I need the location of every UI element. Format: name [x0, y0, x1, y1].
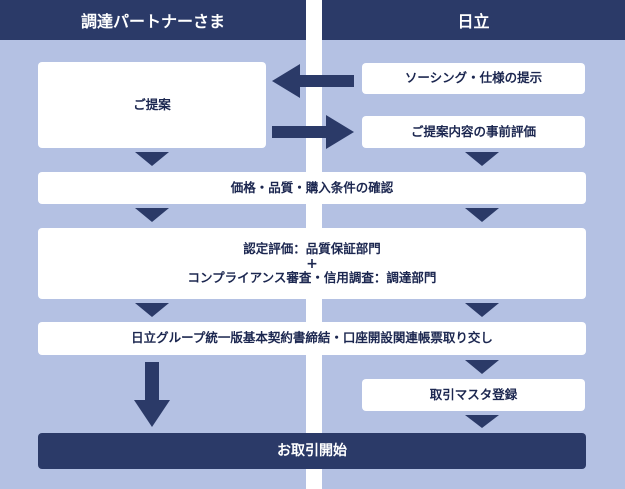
step-sourcing-label: ソーシング・仕様の提示 — [404, 70, 543, 86]
down-arrow-icon — [135, 303, 169, 317]
step-master-label: 取引マスタ登録 — [429, 386, 518, 402]
hitachi-header: 日立 — [322, 0, 625, 40]
down-arrow-icon — [465, 208, 499, 222]
step-contract: 日立グループ統一版基本契約書締結・口座開設関連帳票取り交し — [38, 322, 586, 355]
long-down-arrow-icon — [134, 362, 170, 427]
step-sourcing: ソーシング・仕様の提示 — [362, 63, 585, 94]
plus-icon: + — [306, 255, 318, 272]
down-arrow-icon — [465, 415, 499, 428]
down-arrow-icon — [465, 303, 499, 317]
step-cert-line2: コンプライアンス審査・信用調査：調達部門 — [187, 269, 437, 285]
step-confirm-label: 価格・品質・購入条件の確認 — [230, 179, 394, 195]
step-proposal: ご提案 — [38, 62, 266, 148]
arrow-right-icon — [272, 115, 354, 149]
step-cert-line1: 認定評価：品質保証部門 — [243, 240, 381, 256]
step-start-label: お取引開始 — [277, 442, 347, 459]
step-confirm: 価格・品質・購入条件の確認 — [38, 172, 586, 204]
down-arrow-icon — [135, 208, 169, 222]
step-contract-label: 日立グループ統一版基本契約書締結・口座開設関連帳票取り交し — [131, 330, 493, 346]
step-certification: 認定評価：品質保証部門 + コンプライアンス審査・信用調査：調達部門 — [38, 228, 586, 299]
step-evaluation: ご提案内容の事前評価 — [362, 116, 585, 148]
partner-header: 調達パートナーさま — [0, 0, 306, 40]
step-start: お取引開始 — [38, 433, 586, 469]
step-proposal-label: ご提案 — [133, 96, 171, 112]
down-arrow-icon — [465, 360, 499, 374]
arrow-left-icon — [272, 64, 354, 98]
step-evaluation-label: ご提案内容の事前評価 — [410, 123, 536, 139]
down-arrow-icon — [465, 152, 499, 166]
step-master: 取引マスタ登録 — [362, 379, 585, 411]
down-arrow-icon — [135, 152, 169, 166]
